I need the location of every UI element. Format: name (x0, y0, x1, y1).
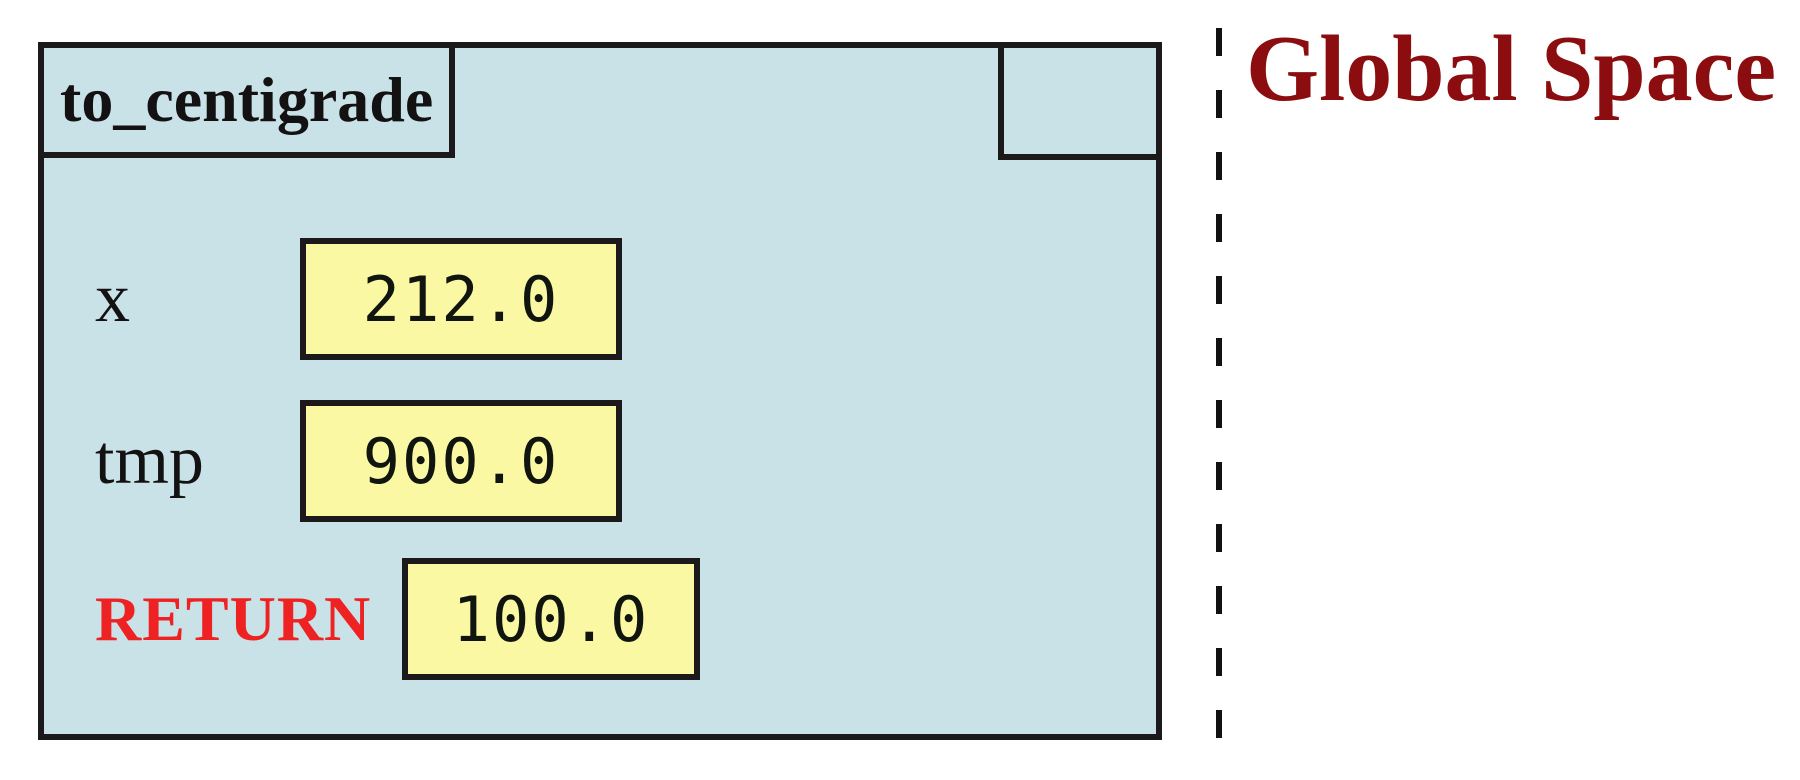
variable-value-box-return: 100.0 (402, 558, 700, 680)
variable-label-return: RETURN (95, 583, 372, 654)
function-name: to_centigrade (60, 64, 434, 135)
frame-name-tab: to_centigrade (38, 42, 455, 158)
global-space-label: Global Space (1246, 17, 1777, 121)
variable-value-tmp: 900.0 (362, 424, 560, 498)
variable-label-tmp: tmp (95, 422, 204, 499)
variable-value-box-tmp: 900.0 (300, 400, 622, 522)
variable-value-x: 212.0 (362, 262, 560, 336)
variable-label-x: x (95, 260, 130, 337)
variable-value-box-x: 212.0 (300, 238, 622, 360)
program-counter-box (998, 42, 1162, 160)
variable-value-return: 100.0 (452, 582, 650, 656)
dashed-divider-line (1216, 28, 1222, 768)
